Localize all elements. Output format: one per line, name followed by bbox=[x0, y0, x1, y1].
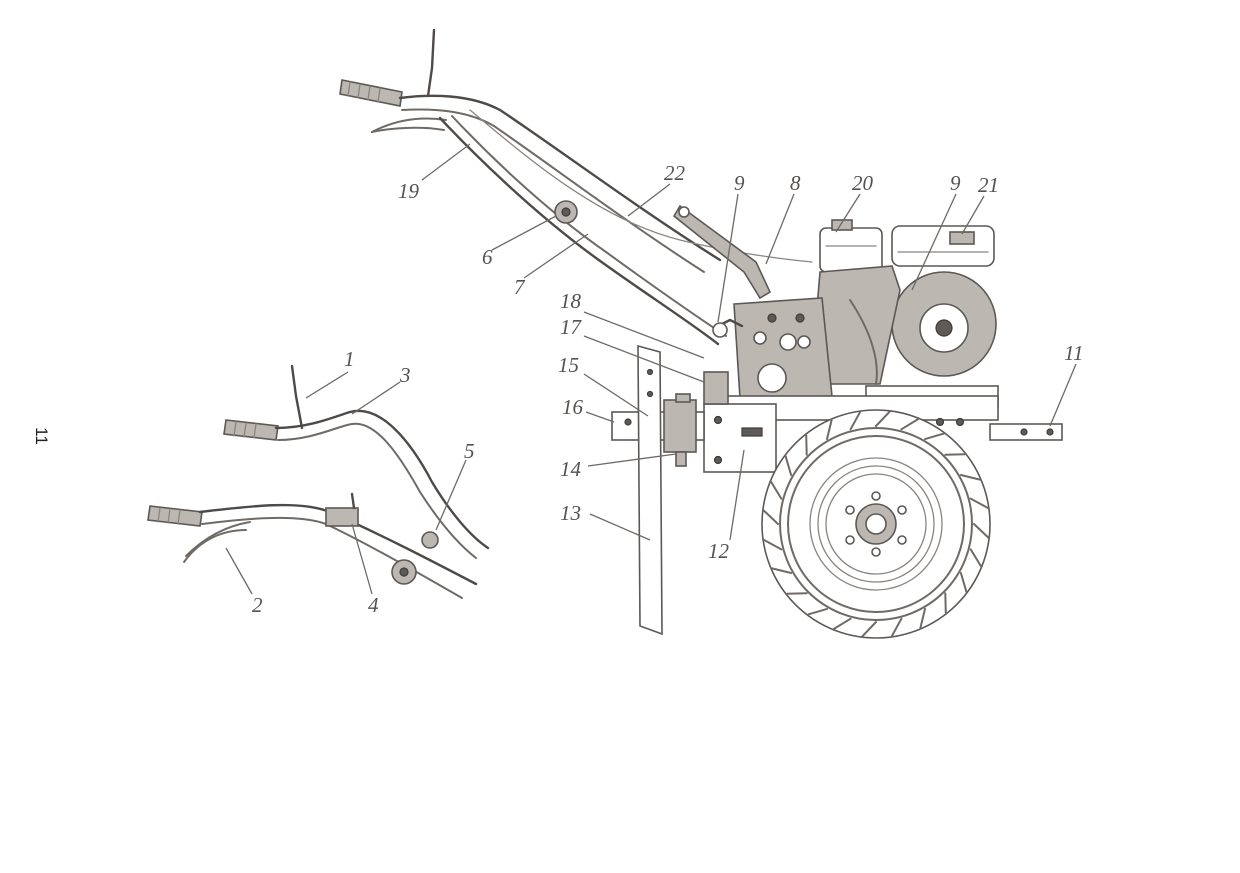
tread-lug bbox=[786, 592, 808, 595]
tread-lug bbox=[959, 572, 968, 593]
tread-lug bbox=[944, 592, 947, 614]
callout-2: 2 bbox=[252, 593, 263, 617]
callout-19: 19 bbox=[398, 179, 420, 203]
tread-lug bbox=[770, 480, 783, 500]
tread-lug bbox=[959, 474, 981, 481]
tread-lug bbox=[973, 523, 990, 539]
callout-20: 20 bbox=[852, 171, 874, 195]
callout-16: 16 bbox=[562, 395, 584, 419]
tread-lug bbox=[762, 509, 779, 525]
callouts: 1 2 3 4 5 6 7 8 9 20 9 21 22 19 18 17 15… bbox=[252, 161, 1083, 617]
callout-12: 12 bbox=[708, 539, 730, 563]
callout-14: 14 bbox=[560, 457, 582, 481]
tread-lug bbox=[771, 567, 793, 574]
callout-9-gear: 9 bbox=[734, 171, 745, 195]
callout-3: 3 bbox=[399, 363, 411, 387]
engine bbox=[815, 219, 999, 407]
wheel bbox=[761, 409, 991, 639]
tread-lug bbox=[875, 410, 891, 427]
callout-22: 22 bbox=[664, 161, 686, 185]
tread-lug bbox=[919, 607, 926, 629]
callout-11: 11 bbox=[1064, 341, 1083, 365]
tread-lug bbox=[784, 455, 793, 476]
tread-lug bbox=[924, 432, 945, 441]
callout-15: 15 bbox=[558, 353, 579, 377]
tread-lug bbox=[969, 497, 989, 509]
callout-13: 13 bbox=[560, 501, 581, 525]
tread-lug bbox=[849, 411, 861, 431]
callout-4: 4 bbox=[368, 593, 379, 617]
handlebar-detail-inset bbox=[147, 364, 490, 599]
tread-lug bbox=[969, 548, 982, 568]
leader-lines bbox=[225, 143, 1077, 595]
tread-lug bbox=[763, 539, 783, 551]
tread-lug bbox=[861, 621, 877, 638]
tread-lug bbox=[891, 617, 903, 637]
tread-lug bbox=[807, 607, 828, 616]
callout-21: 21 bbox=[978, 173, 999, 197]
tread-lug bbox=[944, 453, 966, 456]
gearbox bbox=[712, 297, 833, 399]
page-number: 11 bbox=[32, 427, 51, 445]
callout-6: 6 bbox=[482, 245, 493, 269]
callout-17: 17 bbox=[560, 315, 583, 339]
tread-lug bbox=[900, 418, 920, 431]
callout-18: 18 bbox=[560, 289, 582, 313]
callout-8: 8 bbox=[790, 171, 801, 195]
callout-1: 1 bbox=[344, 347, 355, 371]
callout-5: 5 bbox=[464, 439, 475, 463]
callout-9-starter: 9 bbox=[950, 171, 961, 195]
tread-lug bbox=[805, 434, 808, 456]
main-handlebar bbox=[339, 28, 813, 346]
callout-7: 7 bbox=[514, 275, 526, 299]
tread-lug bbox=[826, 419, 833, 441]
tread-lug bbox=[832, 617, 852, 630]
